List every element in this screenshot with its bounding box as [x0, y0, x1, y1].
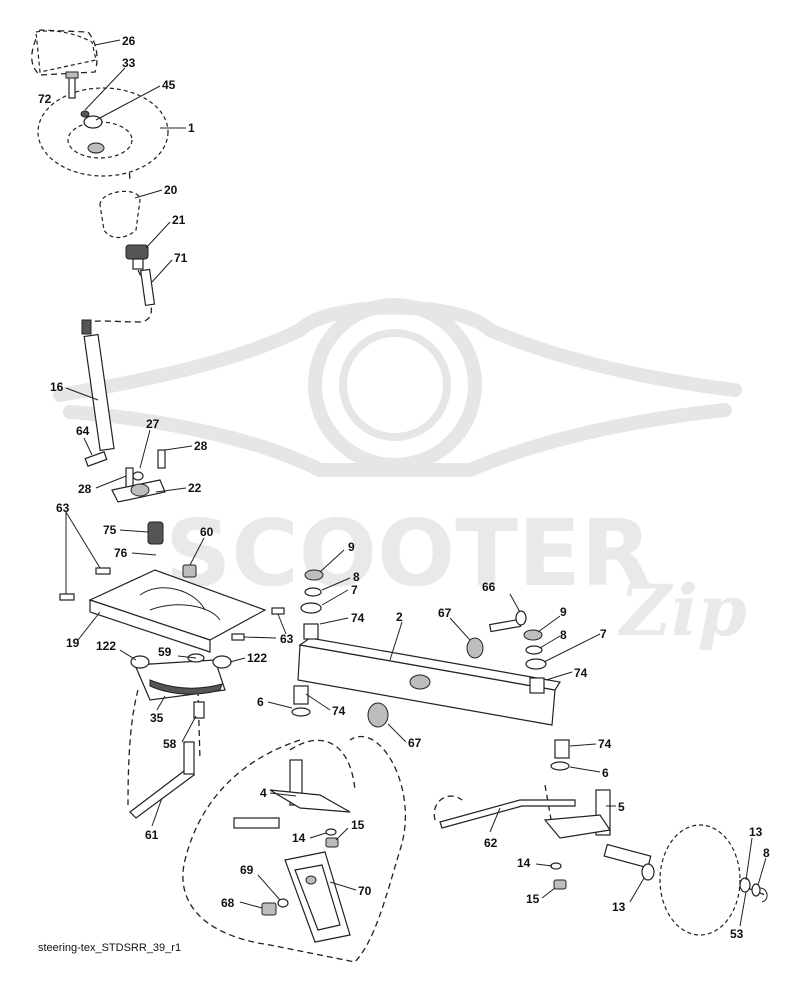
support-plate-19 — [88, 569, 267, 653]
bolt-58 — [193, 701, 205, 719]
callout-66: 66 — [482, 580, 496, 594]
callout-22: 22 — [188, 481, 202, 495]
callout-27: 27 — [146, 417, 160, 431]
callout-122-right: 122 — [247, 651, 267, 665]
callout-20: 20 — [164, 183, 178, 197]
drag-link-61 — [129, 741, 195, 819]
steering-shaft-16 — [81, 319, 115, 452]
callout-58: 58 — [163, 737, 177, 751]
callout-9-right: 9 — [560, 605, 567, 619]
callout-53: 53 — [730, 927, 744, 941]
nuts-14-15 — [325, 828, 567, 890]
callout-21: 21 — [172, 213, 186, 227]
callout-19: 19 — [66, 636, 80, 650]
sector-gear-35 — [130, 653, 232, 701]
callout-7-right: 7 — [600, 627, 607, 641]
boot-20 — [99, 190, 141, 239]
callout-70: 70 — [358, 884, 372, 898]
callout-26: 26 — [122, 34, 136, 48]
pinion-75 — [147, 521, 164, 545]
callout-7-left: 7 — [351, 583, 358, 597]
callout-8-wheel: 8 — [763, 846, 770, 860]
callout-67-upper: 67 — [438, 606, 452, 620]
pin-66 — [489, 610, 527, 633]
spindle-left-4 — [233, 759, 351, 829]
callout-1: 1 — [188, 121, 195, 135]
screw-72 — [65, 71, 79, 99]
gear-21 — [125, 244, 149, 270]
callout-28-left: 28 — [78, 482, 92, 496]
callout-14-right: 14 — [517, 856, 531, 870]
callout-75: 75 — [103, 523, 117, 537]
callout-71: 71 — [174, 251, 188, 265]
callout-16: 16 — [50, 380, 64, 394]
callout-13-right: 13 — [749, 825, 763, 839]
callout-62: 62 — [484, 836, 498, 850]
callout-74-upper-right: 74 — [574, 666, 588, 680]
callout-15-right: 15 — [526, 892, 540, 906]
bolts-63 — [59, 567, 285, 641]
callout-14-left: 14 — [292, 831, 306, 845]
watermark-logo: SCOOTER Zip — [53, 298, 747, 652]
steering-wheel — [37, 87, 169, 177]
callout-72: 72 — [38, 92, 52, 106]
nut-60 — [182, 564, 197, 578]
callout-63-left: 63 — [56, 501, 70, 515]
bolt-68-69 — [261, 898, 289, 916]
watermark-brand: SCOOTER — [165, 500, 652, 607]
callout-64: 64 — [76, 424, 90, 438]
diagram-caption: steering-tex_STDSRR_39_r1 — [38, 942, 182, 954]
callout-5: 5 — [618, 800, 625, 814]
tie-rod-62 — [439, 799, 576, 829]
callout-8-left: 8 — [353, 570, 360, 584]
callout-13-left: 13 — [612, 900, 626, 914]
bolt-64 — [84, 451, 108, 467]
callout-2: 2 — [396, 610, 403, 624]
callout-76: 76 — [114, 546, 128, 560]
callout-122-left: 122 — [96, 639, 116, 653]
bearing-plate-22 — [111, 471, 166, 503]
callout-61: 61 — [145, 828, 159, 842]
spindle-right-5 — [543, 789, 652, 869]
callout-9-left: 9 — [348, 540, 355, 554]
callout-74-lower-left: 74 — [332, 704, 346, 718]
steering-wheel-cap — [35, 30, 97, 73]
callout-59: 59 — [158, 645, 172, 659]
callout-6-right: 6 — [602, 766, 609, 780]
callout-6-left: 6 — [257, 695, 264, 709]
callout-74-lower-right: 74 — [598, 737, 612, 751]
watermark-script: Zip — [617, 569, 747, 652]
callout-4: 4 — [260, 786, 267, 800]
callout-60: 60 — [200, 525, 214, 539]
spacers-67 — [367, 637, 484, 728]
callout-35: 35 — [150, 711, 164, 725]
callouts: 26 33 72 45 1 20 21 71 16 64 27 28 28 22… — [38, 34, 770, 941]
callout-8-right: 8 — [560, 628, 567, 642]
callout-45: 45 — [162, 78, 176, 92]
callout-69: 69 — [240, 863, 254, 877]
callout-15-left: 15 — [351, 818, 365, 832]
callout-67-lower: 67 — [408, 736, 422, 750]
spindle-stack-right — [523, 629, 570, 771]
bracket-70 — [284, 851, 351, 943]
shaft-71 — [139, 268, 156, 307]
callout-74-upper-left: 74 — [351, 611, 365, 625]
callout-68: 68 — [221, 896, 235, 910]
front-wheel — [641, 824, 768, 936]
front-axle-2 — [297, 637, 561, 726]
callout-33: 33 — [122, 56, 136, 70]
callout-63-right: 63 — [280, 632, 294, 646]
callout-28-top: 28 — [194, 439, 208, 453]
